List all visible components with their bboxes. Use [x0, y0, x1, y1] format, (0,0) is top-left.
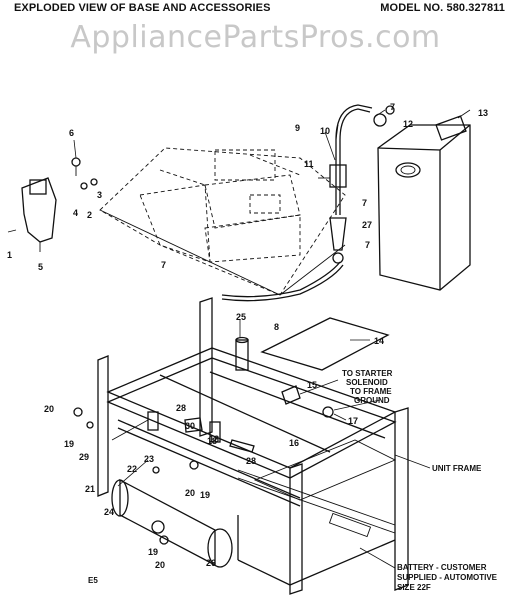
callout-label: 22 — [127, 464, 137, 474]
annotations: TO STARTER SOLENOID TO FRAME GROUND UNIT… — [88, 369, 498, 592]
unit-frame-label: UNIT FRAME — [432, 464, 482, 473]
switch-bracket — [7, 157, 98, 252]
leader-lines — [73, 109, 471, 569]
battery-cover — [260, 317, 390, 371]
battery-note-line-1: BATTERY - CUSTOMER — [397, 563, 487, 572]
fuel-line — [221, 261, 341, 298]
watermark: AppliancePartsPros.com — [70, 20, 441, 55]
model-number: MODEL NO. 580.327811 — [380, 2, 505, 14]
callout-label: 7 — [362, 198, 367, 208]
callout-label: 20 — [185, 488, 195, 498]
callout-label: 28 — [176, 403, 186, 413]
callout-label: 2 — [87, 210, 92, 220]
callout-label: 29 — [79, 452, 89, 462]
callout-label: 4 — [73, 208, 78, 218]
battery-note-line-3: SIZE 22F — [397, 583, 431, 592]
callout-label: 19 — [200, 490, 210, 500]
callout-label: 18 — [209, 434, 219, 444]
callout-label: 3 — [97, 190, 102, 200]
callout-label: 9 — [295, 123, 300, 133]
muffler — [111, 478, 233, 568]
callout-label: 1 — [7, 250, 12, 260]
callout-label: 25 — [236, 312, 246, 322]
callout-label: 12 — [403, 119, 413, 129]
callout-label: 7 — [390, 102, 395, 112]
callout-label: 16 — [289, 438, 299, 448]
footer-code: E5 — [88, 576, 98, 585]
callout-label: 8 — [274, 322, 279, 332]
callout-label: 15 — [307, 380, 317, 390]
starter-note-line-3: TO FRAME — [350, 387, 392, 396]
callout-label: 21 — [85, 484, 95, 494]
callout-label: 7 — [365, 240, 370, 250]
callout-label: 17 — [348, 416, 358, 426]
battery-note-line-2: SUPPLIED - AUTOMOTIVE — [397, 573, 498, 582]
callout-label: 24 — [104, 507, 114, 517]
callout-label: 23 — [144, 454, 154, 464]
callout-label: 10 — [320, 126, 330, 136]
callout-label: 30 — [185, 421, 195, 431]
fuel-tank — [377, 115, 471, 291]
engine-assembly — [99, 147, 346, 296]
starter-note-line-1: TO STARTER — [342, 369, 393, 378]
starter-note-line-4: GROUND — [354, 396, 390, 405]
callout-label: 27 — [362, 220, 372, 230]
diagram-title: EXPLODED VIEW OF BASE AND ACCESSORIES — [14, 2, 271, 14]
callout-label: 19 — [148, 547, 158, 557]
callout-label: 5 — [38, 262, 43, 272]
callout-label: 19 — [64, 439, 74, 449]
callout-label: 14 — [374, 336, 384, 346]
callout-label: 7 — [161, 260, 166, 270]
callout-label: 11 — [304, 159, 314, 169]
unit-frame — [97, 297, 409, 595]
callout-labels: 1 2 3 4 5 6 7 7 7 7 8 9 10 11 12 13 14 1… — [7, 102, 488, 570]
hardware — [73, 336, 334, 474]
starter-note-line-2: SOLENOID — [346, 378, 388, 387]
callout-label: 20 — [155, 560, 165, 570]
callout-label: 28 — [246, 456, 256, 466]
callout-label: 26 — [206, 558, 216, 568]
callout-label: 20 — [44, 404, 54, 414]
fuel-hose — [318, 104, 395, 264]
callout-label: 6 — [69, 128, 74, 138]
callout-label: 13 — [478, 108, 488, 118]
callout-label: 18 — [207, 436, 217, 446]
